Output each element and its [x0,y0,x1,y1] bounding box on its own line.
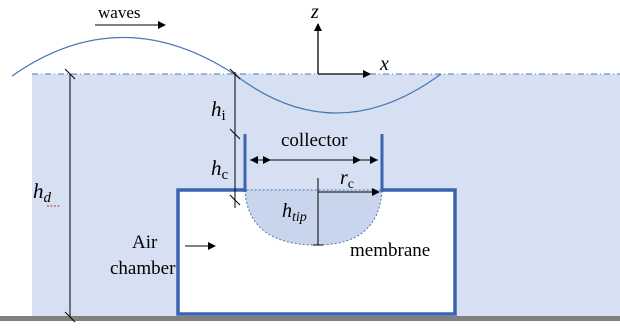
collector-arrow-left-head [250,156,258,164]
rc-label: rc [340,167,354,192]
hi-tick-top [229,68,241,80]
collector-label: collector [281,130,348,151]
hc-tick-bottom [229,194,241,206]
hc-label: hc [211,156,229,183]
membrane-bulge [244,189,383,246]
air-chamber-label-line1: Air [132,232,158,253]
x-axis-label: x [379,53,389,75]
wave-curve [11,36,442,114]
htip-label: htip [282,200,307,225]
hc-tick-mid [229,128,241,140]
seabed [0,316,620,321]
membrane-label: membrane [350,240,430,261]
air-chamber-label-line2: chamber [110,258,176,279]
hd-label: hd [33,179,52,206]
hi-label: hi [211,97,226,124]
collector-arrow-right-head [370,156,378,164]
z-axis-label: z [310,1,319,23]
rc-arrow-head [372,188,380,196]
chamber-wall [176,188,457,316]
waves-label: waves [98,3,140,22]
hd-tick-top [64,68,76,80]
hd-tick-bottom [64,311,76,323]
